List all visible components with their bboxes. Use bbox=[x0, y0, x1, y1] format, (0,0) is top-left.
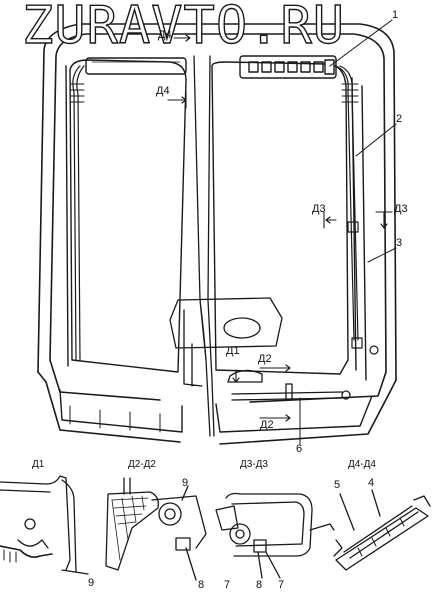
watermark: ZURAVTO.RU bbox=[21, 0, 346, 56]
callout-leaders bbox=[299, 19, 397, 445]
detail-d1-callout-9: 9 bbox=[88, 577, 95, 589]
detail-d2-callout-8: 8 bbox=[198, 579, 205, 591]
detail-d4 bbox=[333, 489, 431, 571]
callout-6: 6 bbox=[296, 443, 303, 455]
center-pillar bbox=[193, 55, 215, 437]
view-title-d3: Д3-Д3 bbox=[240, 459, 268, 470]
detail-d3-callout-8: 8 bbox=[256, 579, 263, 591]
lower-pipe bbox=[231, 383, 351, 401]
section-mark-d3-right: Д3 bbox=[394, 203, 408, 215]
detail-d3 bbox=[215, 492, 335, 579]
view-title-d4: Д4-Д4 bbox=[348, 459, 376, 470]
section-mark-d1: Д1 bbox=[226, 345, 240, 357]
detail-d2-callout-9: 9 bbox=[182, 477, 189, 489]
view-title-d1: Д1 bbox=[32, 459, 45, 470]
section-mark-d2-bottom: Д2 bbox=[260, 419, 274, 431]
section-mark-d2-top: Д2 bbox=[258, 353, 272, 365]
detail-d3-callout-7: 7 bbox=[278, 579, 285, 591]
section-mark-d3-left: Д3 bbox=[312, 203, 326, 215]
callout-2: 2 bbox=[396, 113, 403, 125]
cable-harness bbox=[69, 65, 359, 361]
section-arrows bbox=[167, 34, 393, 422]
detail-d2 bbox=[105, 477, 207, 581]
switch-block bbox=[239, 55, 337, 79]
detail-d4-callout-4: 4 bbox=[368, 477, 375, 489]
detail-d4-callout-5: 5 bbox=[334, 479, 341, 491]
detail-d1 bbox=[0, 475, 89, 575]
detail-d2-callout-7: 7 bbox=[224, 579, 231, 591]
callout-1: 1 bbox=[392, 9, 399, 21]
console bbox=[169, 297, 283, 387]
section-mark-d4-left: Д4 bbox=[156, 85, 170, 97]
left-roof-lamp bbox=[85, 57, 187, 75]
pillar-fittings bbox=[347, 221, 379, 355]
section-mark-d4-top: Д4 bbox=[158, 29, 172, 41]
cab-frame bbox=[37, 23, 397, 445]
callout-3: 3 bbox=[396, 237, 403, 249]
view-title-d2: Д2-Д2 bbox=[128, 459, 156, 470]
